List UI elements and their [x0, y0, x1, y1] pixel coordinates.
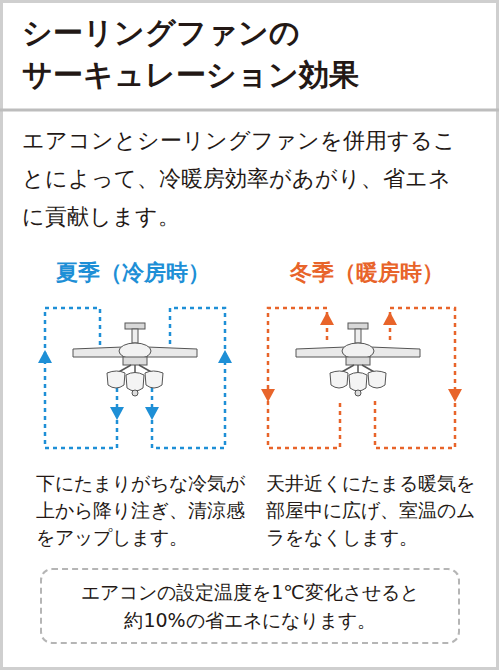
airflow-summer: [45, 308, 225, 448]
note-box: エアコンの設定温度を1℃変化させると約10%の省エネになります。: [40, 568, 460, 644]
caption-text: 天井近くにたまる暖気を部屋中に広げ、室温のムラをなくします。: [266, 470, 480, 551]
divider: [0, 109, 499, 112]
season-heading: 冬季（暖房時）: [262, 258, 472, 288]
title: シーリングファンの サーキュレーション効果: [22, 12, 422, 96]
intro-text: エアコンとシーリングファンを併用することによって、冷暖房効率があがり、省エネに貢…: [22, 122, 472, 236]
caption-text: 下にたまりがちな冷気が上から降り注ぎ、清涼感をアップします。: [36, 470, 250, 551]
season-heading: 夏季（冷房時）: [28, 258, 238, 288]
airflow-winter: [268, 308, 455, 448]
note-text: エアコンの設定温度を1℃変化させると約10%の省エネになります。: [80, 578, 420, 634]
arrowheads-winter: [261, 312, 462, 402]
